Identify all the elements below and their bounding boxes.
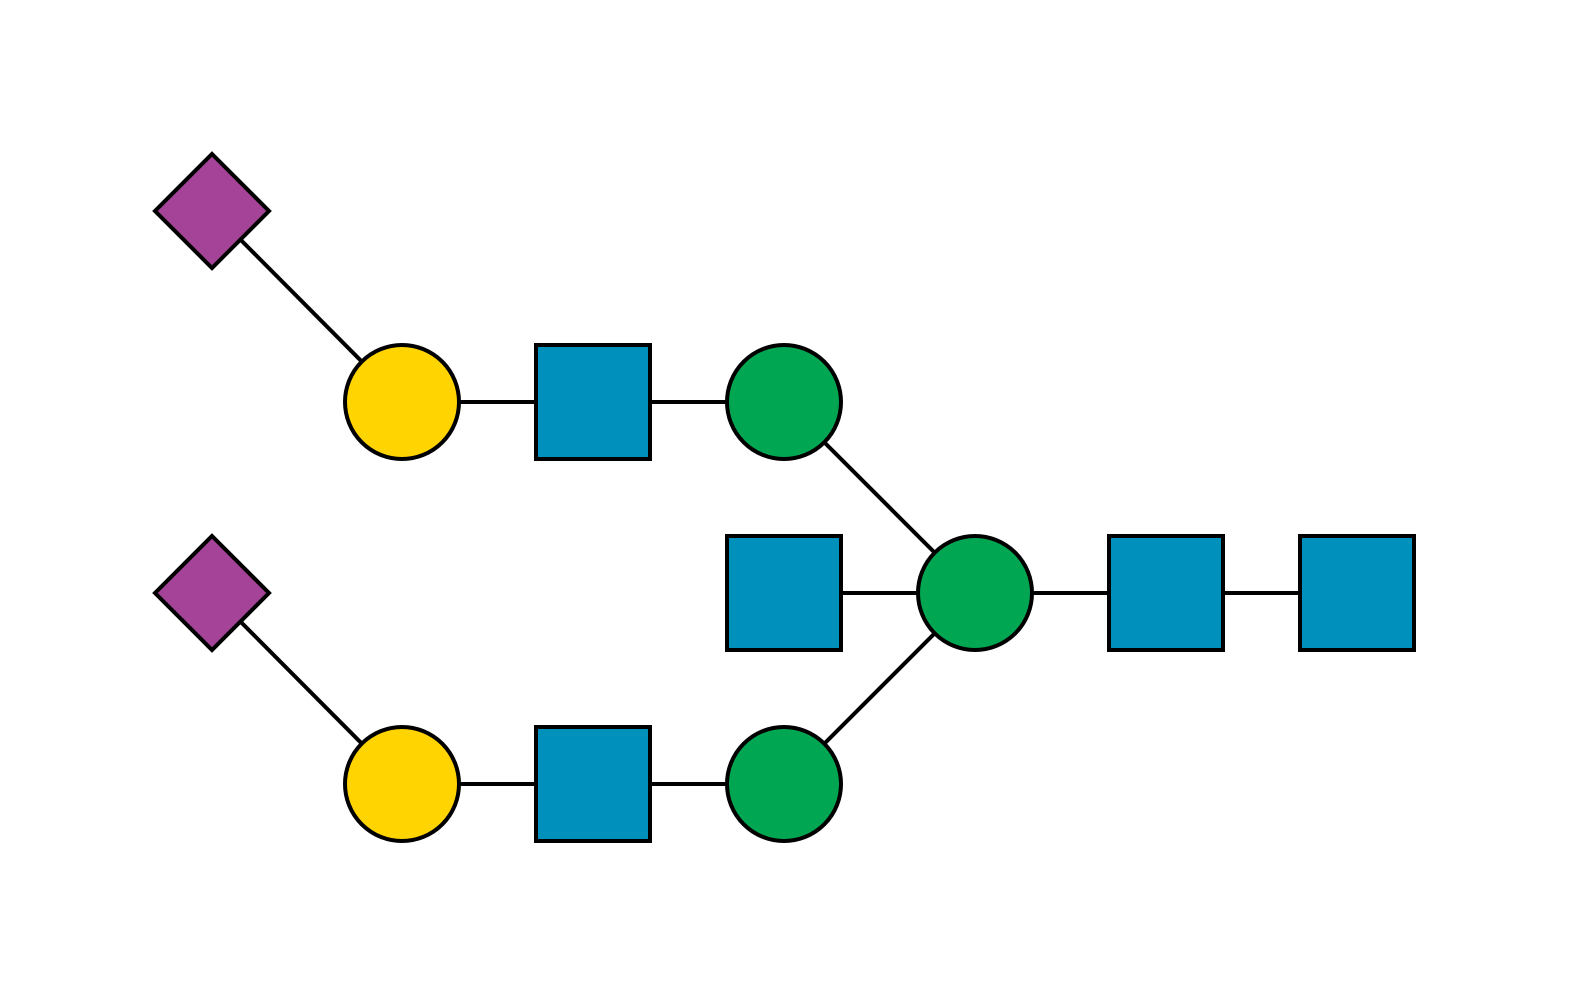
man-1-circle-node — [725, 343, 843, 461]
man-2-circle-node — [725, 725, 843, 843]
glcnac-1-square-node — [534, 343, 652, 461]
gal-1-circle-node — [343, 343, 461, 461]
neu5ac-2-diamond-node — [152, 533, 272, 653]
gal-2-circle-node — [343, 725, 461, 843]
glcnac-core-2-square-node — [1298, 534, 1416, 652]
glycosidic-bonds — [210, 209, 1357, 786]
man-core-circle-node — [916, 534, 1034, 652]
glcnac-bisect-square-node — [725, 534, 843, 652]
glcnac-core-1-square-node — [1107, 534, 1225, 652]
monosaccharide-residues — [152, 151, 1416, 843]
glcnac-2-square-node — [534, 725, 652, 843]
neu5ac-1-diamond-node — [152, 151, 272, 271]
